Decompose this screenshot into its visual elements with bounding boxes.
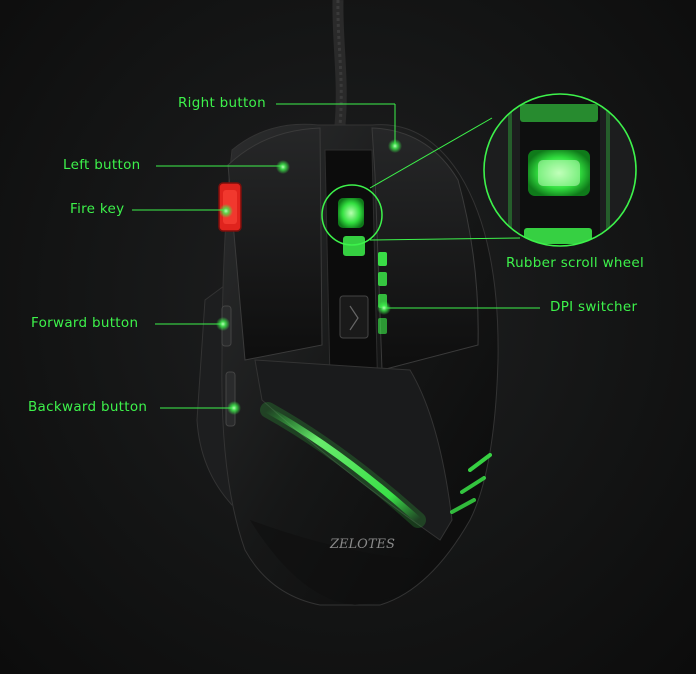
callout-backward-button: Backward button xyxy=(28,399,148,415)
callout-fire-key: Fire key xyxy=(70,201,125,217)
scroll-wheel-zoom xyxy=(484,94,636,246)
callout-rubber-scroll-wheel: Rubber scroll wheel xyxy=(506,255,645,271)
brand-logo: ZELOTES xyxy=(329,537,395,552)
callout-left-button: Left button xyxy=(63,157,141,173)
dpi-button xyxy=(339,295,369,339)
callout-dpi-switcher: DPI switcher xyxy=(550,299,638,315)
right-button-surface xyxy=(371,127,479,371)
callout-right-button: Right button xyxy=(178,95,266,111)
scroll-wheel xyxy=(338,198,364,228)
backward-button-shape xyxy=(225,371,236,427)
callout-forward-button: Forward button xyxy=(31,315,139,331)
left-button-surface xyxy=(227,127,323,361)
